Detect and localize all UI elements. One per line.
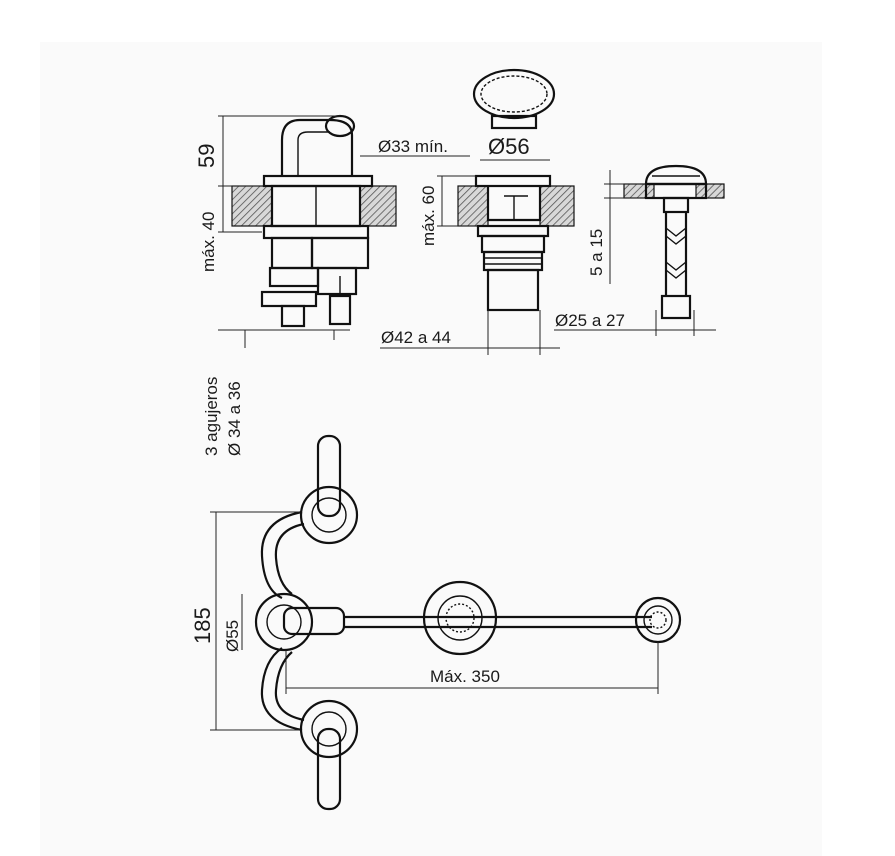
aerator-cap	[472, 68, 556, 120]
aerator-top-view	[422, 580, 498, 656]
drain-diameter-label: Ø25 a 27	[555, 311, 625, 330]
top-lever	[316, 434, 342, 518]
bottom-handle-rosette	[299, 699, 359, 759]
plan-view	[254, 434, 682, 811]
drain-cap	[644, 164, 708, 186]
plan-max-length-label: Máx. 350	[430, 667, 500, 686]
holes-diameter-label: Ø 34 a 36	[225, 381, 244, 456]
spout-body	[282, 606, 346, 636]
spout-max-depth-label: máx. 60	[419, 186, 438, 246]
countertop-spout-left	[457, 185, 489, 227]
plan-rosette-label: Ø55	[223, 620, 242, 652]
drain-side-view	[623, 164, 725, 320]
side-height-label: 59	[194, 144, 219, 168]
spout-min-hole-label: Ø33 mín.	[378, 137, 448, 156]
holes-count-label: 3 agujeros	[202, 377, 221, 456]
plan-width-label: 185	[190, 607, 215, 644]
countertop-drain-left	[623, 183, 655, 199]
side-view-dimensions	[218, 115, 470, 348]
top-handle-rosette	[299, 485, 359, 545]
countertop-left-section	[231, 185, 273, 227]
side-view-valve	[231, 114, 397, 328]
spout-diameter-label: Ø56	[488, 134, 530, 159]
plan-dimensions	[210, 511, 659, 731]
drain-thickness-label: 5 a 15	[587, 229, 606, 276]
drain-top-view	[634, 596, 682, 644]
spout-side-view	[457, 68, 575, 312]
hose-bottom-outer	[260, 647, 303, 732]
hose-top-inner	[274, 522, 305, 595]
hose-top-outer	[260, 510, 303, 600]
countertop-right-section	[359, 185, 397, 227]
countertop-drain-right	[695, 183, 725, 199]
countertop-spout-right	[539, 185, 575, 227]
lever-handle	[280, 118, 354, 176]
side-max-depth-label: máx. 40	[199, 212, 218, 272]
spout-bottom-label: Ø42 a 44	[381, 328, 451, 347]
valve-collar	[262, 174, 374, 188]
bottom-lever	[316, 727, 342, 811]
hose-bottom-inner	[274, 651, 305, 722]
drain-dimensions	[554, 170, 716, 336]
spout-dimensions	[380, 159, 560, 355]
drawing-sheet	[40, 42, 822, 856]
center-rosette	[254, 592, 314, 652]
